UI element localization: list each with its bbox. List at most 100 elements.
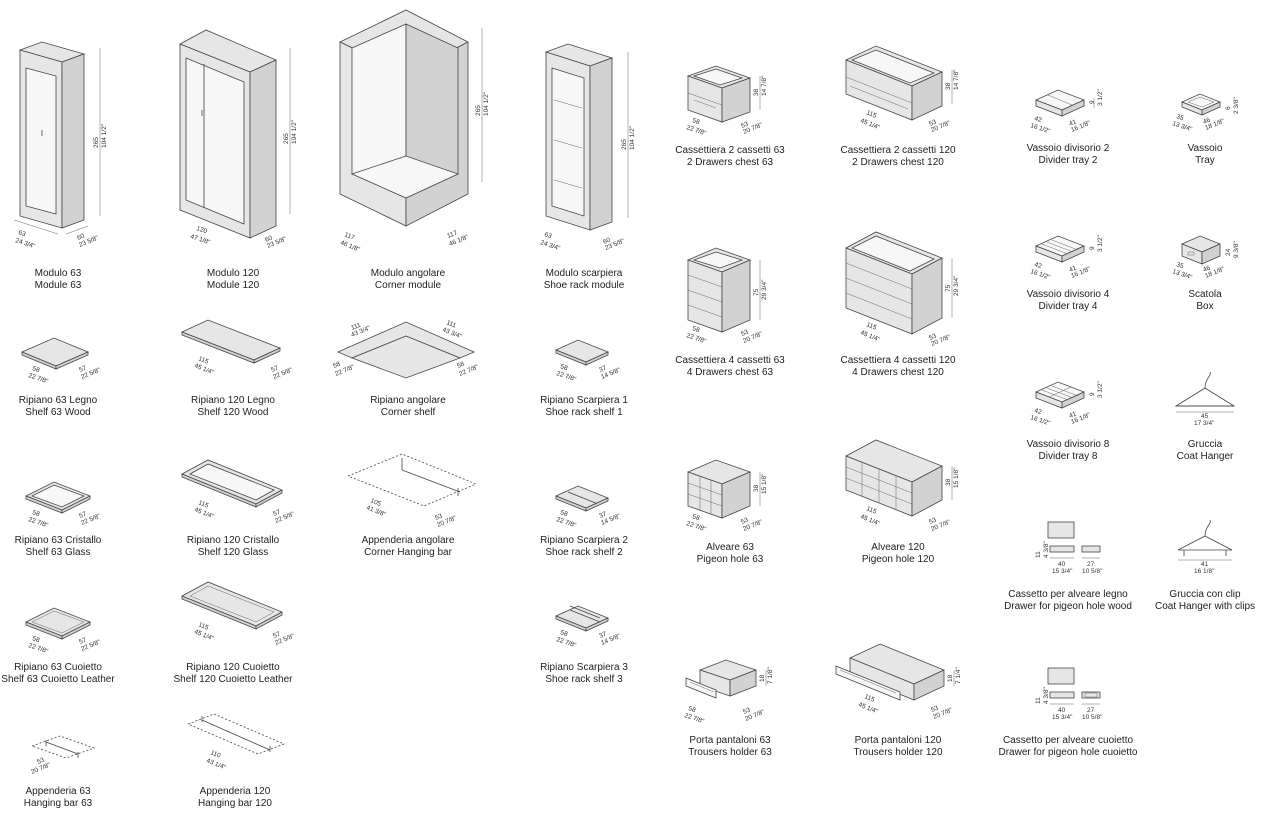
shelf-120-leather-drawing: 115 45 1/4" 57 22 5/8": [168, 578, 298, 650]
dim-depth: 53: [434, 513, 444, 522]
dim-width-in: 16 1/2": [1029, 122, 1051, 135]
dim-width-in: 22 7/8": [27, 516, 49, 529]
dim-depth: 57: [78, 365, 88, 374]
dim-width-in: 22 7/8": [555, 370, 577, 383]
dim-depth: 27: [1087, 561, 1095, 568]
dim-width: 63: [543, 231, 552, 240]
dim-width: 40: [1058, 707, 1066, 714]
dim-width: 53: [36, 757, 46, 766]
dim-height-in: 29 3/4": [953, 275, 960, 296]
dim-height: 9: [1089, 100, 1096, 104]
dim-height-in: 4 3/8": [1043, 687, 1050, 704]
dim-depth: 60: [264, 235, 274, 244]
dim-depth: 37: [598, 631, 608, 640]
dim-width: 58: [559, 363, 568, 372]
divider-tray-8-drawing: 9 3 1/2" 42 16 1/2" 41 16 1/8": [1028, 378, 1108, 428]
dim-width-in: 22 7/8": [27, 372, 49, 385]
dim-depth: 57: [78, 511, 88, 520]
dim-depth: 53: [928, 517, 938, 526]
dim-width-in: 47 1/8": [189, 233, 211, 246]
dim-width: 42: [1033, 261, 1042, 270]
shoe-rack-shelf-2-drawing: 58 22 7/8" 37 14 5/8": [548, 480, 628, 530]
coat-hanger-clips-drawing: 41 16 1/8": [1172, 516, 1242, 576]
dim-height-in: 15 1/8": [761, 473, 768, 494]
dim-width: 110: [209, 749, 222, 760]
dim-height: 75: [945, 284, 952, 292]
dim-depth: 60: [602, 237, 612, 246]
corner-hanging-bar-drawing: 105 41 3/8" 53 20 7/8": [340, 448, 490, 529]
dim-height: 9: [1089, 246, 1096, 250]
pigeon-hole-120-drawing: 38 15 1/8" 115 45 1/4" 53 20 7/8": [836, 436, 966, 533]
corner-module-drawing: 265 104 1/2" 117 46 1/8" 117 46 1/8": [330, 6, 494, 254]
dim-width-in: 46 1/8": [339, 239, 361, 253]
dim-depth: 117: [446, 229, 459, 240]
dim-depth: 53: [928, 119, 938, 128]
dim-width-in: 45 1/4": [857, 701, 879, 715]
dim-height: 18: [947, 674, 954, 682]
dim-width: 115: [865, 505, 878, 516]
dim-width: 58: [691, 325, 700, 334]
corner-shelf-drawing: 111 43 3/4" 111 43 3/4" 58 22 7/8" 58 22…: [330, 316, 490, 386]
dim-depth: 57: [272, 631, 282, 640]
dim-width-in: 24 3/4": [539, 239, 561, 252]
dim-width-in: 45 1/4": [859, 513, 881, 527]
drawer-pigeon-hole-leather-drawing: 11 4 3/8" 40 15 3/4" 27 10 5/8": [1030, 664, 1110, 724]
dim-height-in: 104 1/2": [101, 123, 108, 148]
dim-width-in: 45 1/4": [859, 329, 881, 343]
dim-width: 117: [343, 231, 356, 242]
dim-width-in: 22 7/8": [685, 332, 707, 345]
dim-width: 35: [1175, 261, 1184, 270]
dim-width: 105: [369, 497, 382, 508]
dim-depth: 46: [1202, 117, 1212, 126]
dim-height: 265: [475, 105, 482, 116]
dim-width-in: 22 7/8": [683, 712, 705, 725]
dim-height: 11: [1035, 697, 1042, 704]
dim-height-in: 104 1/2": [629, 125, 636, 150]
drawers-chest-2-120-drawing: 38 14 7/8" 115 45 1/4" 53 20 7/8": [836, 42, 966, 134]
pigeon-hole-63-drawing: 38 15 1/8" 58 22 7/8" 53 20 7/8": [680, 456, 780, 533]
dim-width: 58: [31, 509, 40, 518]
dim-width: 42: [1033, 407, 1042, 416]
module-63-drawing: 265 104 1/2" 63 24 3/4" 60 23 5/8": [12, 38, 112, 250]
dim-depth: 60: [76, 233, 86, 242]
shelf-120-glass-drawing: 115 45 1/4" 57 22 5/8": [168, 456, 298, 526]
dim-width-in: 15 3/4": [1052, 714, 1073, 721]
dim-depth: 53: [928, 333, 938, 342]
dim-width: 45: [1201, 413, 1209, 420]
dim-width: 41: [1201, 561, 1209, 568]
dim-height: 265: [283, 133, 290, 144]
tray-drawing: 6 2 3/8" 35 13 3/4" 46 18 1/8": [1170, 90, 1250, 133]
dim-width: 120: [195, 225, 208, 235]
dim-depth: 53: [740, 121, 750, 130]
dim-width-in: 43 1/4": [205, 757, 227, 771]
dim-width-in: 13 3/4": [1171, 268, 1193, 281]
dim-width-in: 22 7/8": [685, 520, 707, 533]
dim-width-in: 22 7/8": [555, 516, 577, 529]
dim-width: 42: [1033, 115, 1042, 124]
shoe-rack-shelf-3-drawing: 58 22 7/8" 37 14 5/8": [548, 600, 628, 650]
dim-depth: 41: [1068, 411, 1078, 420]
dim-depth: 57: [270, 365, 280, 374]
dim-height-in: 3 1/2": [1097, 89, 1104, 106]
dim-height: 9: [1089, 392, 1096, 396]
dim-width: 115: [197, 621, 210, 632]
dim-depth: 53: [742, 707, 752, 716]
dim-height: 265: [93, 137, 100, 148]
